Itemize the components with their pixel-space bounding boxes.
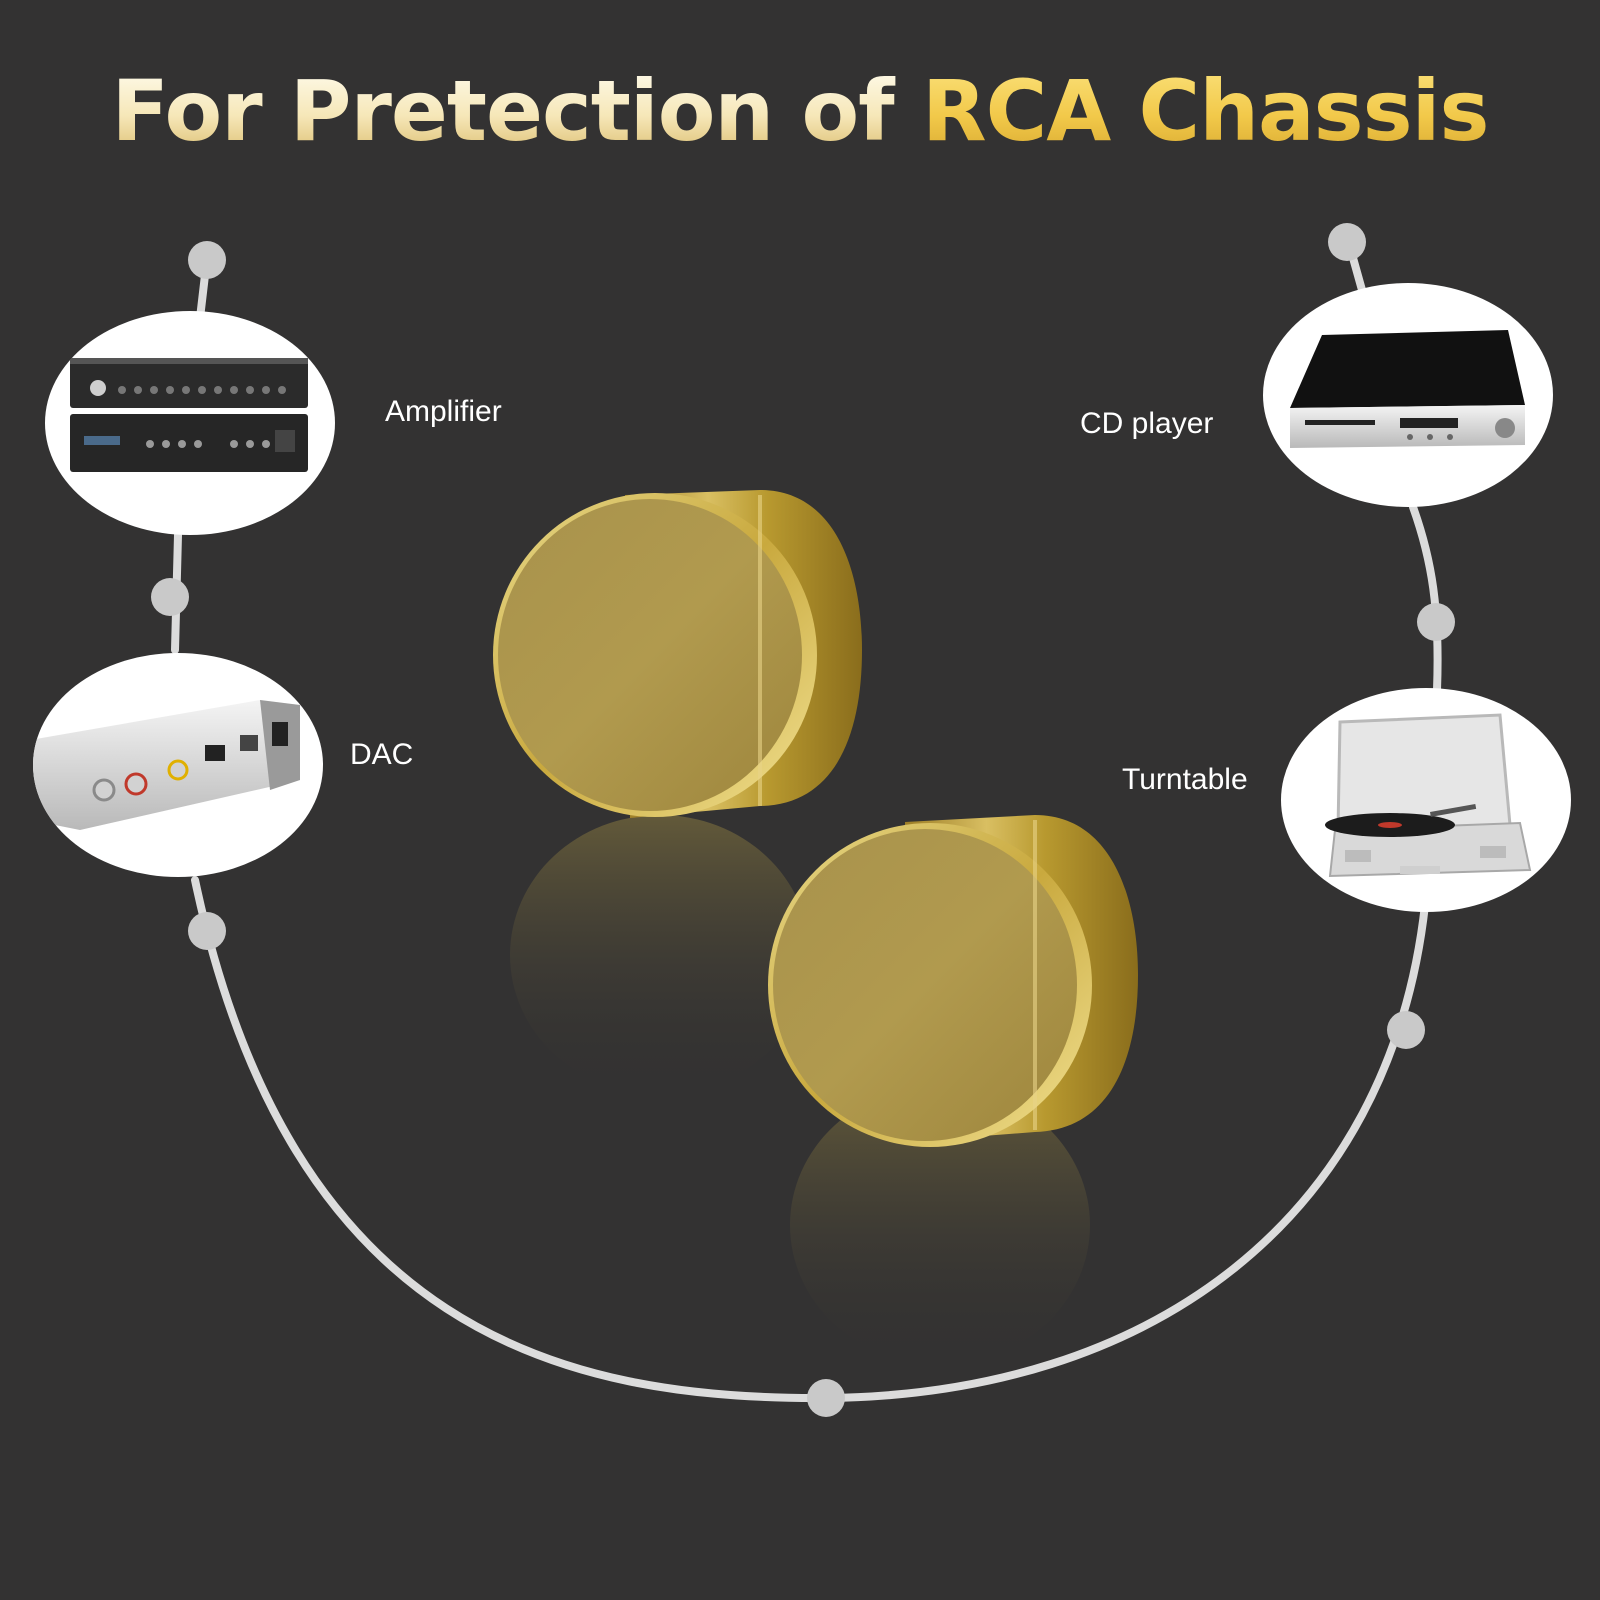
gold-cap-icon <box>768 815 1138 1147</box>
node-dot <box>1417 603 1455 641</box>
turntable-label: Turntable <box>1122 763 1248 796</box>
node-dot <box>188 241 226 279</box>
gold-cap-icon <box>493 490 862 818</box>
node-dot <box>1387 1011 1425 1049</box>
cd-player-bubble <box>1263 283 1553 507</box>
cd-player-label: CD player <box>1080 407 1214 440</box>
amplifier-bubble <box>45 311 335 535</box>
title-part-2: RCA Chassis <box>921 62 1489 160</box>
cd-player-icon <box>1290 330 1525 448</box>
connector-nodes <box>151 223 1455 1417</box>
node-dot <box>188 912 226 950</box>
dac-bubble <box>33 653 323 877</box>
dac-label: DAC <box>350 738 414 771</box>
amplifier-icon <box>70 358 308 472</box>
dac-icon <box>33 700 300 830</box>
title-part-1: For Pretection of <box>111 62 922 160</box>
turntable-icon <box>1325 713 1532 878</box>
turntable-bubble <box>1281 688 1571 912</box>
amplifier-label: Amplifier <box>385 395 502 428</box>
cap-reflections <box>510 815 1090 1365</box>
page-title: For Pretection of RCA Chassis <box>0 62 1600 160</box>
node-dot <box>1328 223 1366 261</box>
node-dot <box>151 578 189 616</box>
node-dot <box>807 1379 845 1417</box>
